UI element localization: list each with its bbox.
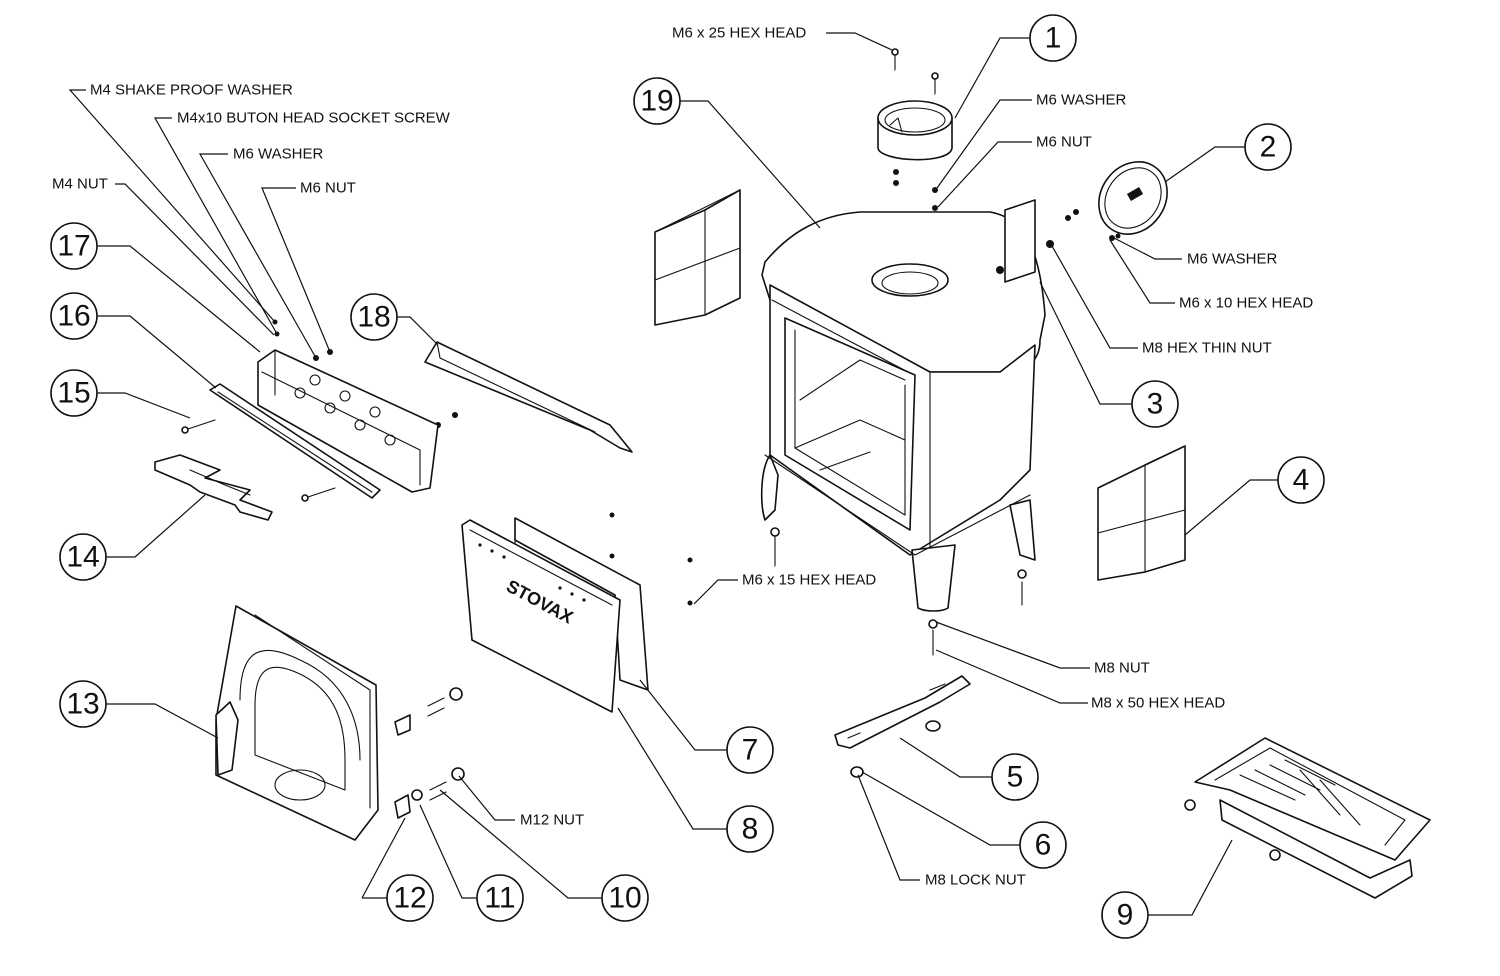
callout-10-number: 10 [608, 882, 641, 915]
callout-1: 1 [1029, 14, 1077, 62]
callout-9-number: 9 [1117, 899, 1134, 932]
callout-3: 3 [1131, 380, 1179, 428]
adjuster-part [154, 454, 273, 521]
callout-15-number: 15 [57, 377, 90, 410]
leg-bolts [770, 527, 1027, 656]
label-m6-washer-top: M6 WASHER [1036, 92, 1126, 109]
callout-15: 15 [50, 369, 98, 417]
label-m8-hex-thin-nut: M8 HEX THIN NUT [1142, 340, 1272, 357]
door-glass-part [514, 517, 649, 691]
callout-19: 19 [633, 77, 681, 125]
callout-14-number: 14 [66, 541, 99, 574]
small-plate-part [996, 199, 1079, 283]
callout-17: 17 [50, 222, 98, 270]
label-m6-washer-right: M6 WASHER [1187, 251, 1277, 268]
callout-12: 12 [386, 874, 434, 922]
callout-13-number: 13 [66, 688, 99, 721]
callout-4: 4 [1277, 456, 1325, 504]
callout-9: 9 [1101, 891, 1149, 939]
callout-5-number: 5 [1007, 761, 1024, 794]
callout-2: 2 [1244, 123, 1292, 171]
callout-7-number: 7 [742, 734, 759, 767]
label-m8-lock-nut: M8 LOCK NUT [925, 872, 1026, 889]
cover-plate-part [1098, 161, 1168, 241]
door-frame-part [215, 605, 465, 841]
callout-11-number: 11 [484, 882, 515, 915]
label-m12-nut: M12 NUT [520, 812, 584, 829]
left-firebrick [654, 189, 741, 326]
callout-10: 10 [601, 874, 649, 922]
callout-4-number: 4 [1293, 464, 1310, 497]
door-panel-part: STOVAX [461, 512, 693, 713]
stove-body-part [760, 211, 1046, 612]
callout-19-number: 19 [640, 85, 673, 118]
callout-11: 11 [476, 874, 524, 922]
callout-6-number: 6 [1035, 829, 1052, 862]
label-m8x50-hex-head: M8 x 50 HEX HEAD [1091, 695, 1225, 712]
leader-lines [68, 32, 1278, 916]
label-m4-shake-proof-washer: M4 SHAKE PROOF WASHER [90, 82, 293, 99]
grate-part [1184, 737, 1431, 899]
baffle-part [424, 341, 633, 453]
label-m6x10-hex-head: M6 x 10 HEX HEAD [1179, 295, 1313, 312]
label-m6x15-hex-head: M6 x 15 HEX HEAD [742, 572, 876, 589]
callout-3-number: 3 [1147, 388, 1164, 421]
airwash-assembly-part [181, 319, 439, 502]
callout-13: 13 [59, 680, 107, 728]
callout-16: 16 [50, 292, 98, 340]
callout-8: 8 [726, 805, 774, 853]
callout-17-number: 17 [57, 230, 90, 263]
callout-6: 6 [1019, 821, 1067, 869]
callout-1-number: 1 [1045, 22, 1062, 55]
label-m6-nut-top: M6 NUT [1036, 134, 1092, 151]
label-m6x25-hex-head: M6 x 25 HEX HEAD [672, 25, 806, 42]
callout-12-number: 12 [393, 882, 426, 915]
label-m8-nut: M8 NUT [1094, 660, 1150, 677]
right-firebrick-part [1097, 445, 1186, 581]
callout-5: 5 [991, 753, 1039, 801]
flue-collar-part [877, 100, 953, 161]
callout-2-number: 2 [1260, 131, 1277, 164]
callout-7: 7 [726, 726, 774, 774]
label-m4-nut: M4 NUT [52, 176, 108, 193]
label-m6-washer-left: M6 WASHER [233, 146, 323, 163]
callout-14: 14 [59, 533, 107, 581]
top-bolts [891, 48, 939, 211]
label-m4x10-button-head-screw: M4x10 BUTON HEAD SOCKET SCREW [177, 110, 451, 127]
bracket-part [834, 675, 971, 778]
callout-18: 18 [350, 293, 398, 341]
label-m6-nut-left: M6 NUT [300, 180, 356, 197]
callout-8-number: 8 [742, 813, 759, 846]
callout-18-number: 18 [357, 301, 390, 334]
callout-16-number: 16 [57, 300, 90, 333]
